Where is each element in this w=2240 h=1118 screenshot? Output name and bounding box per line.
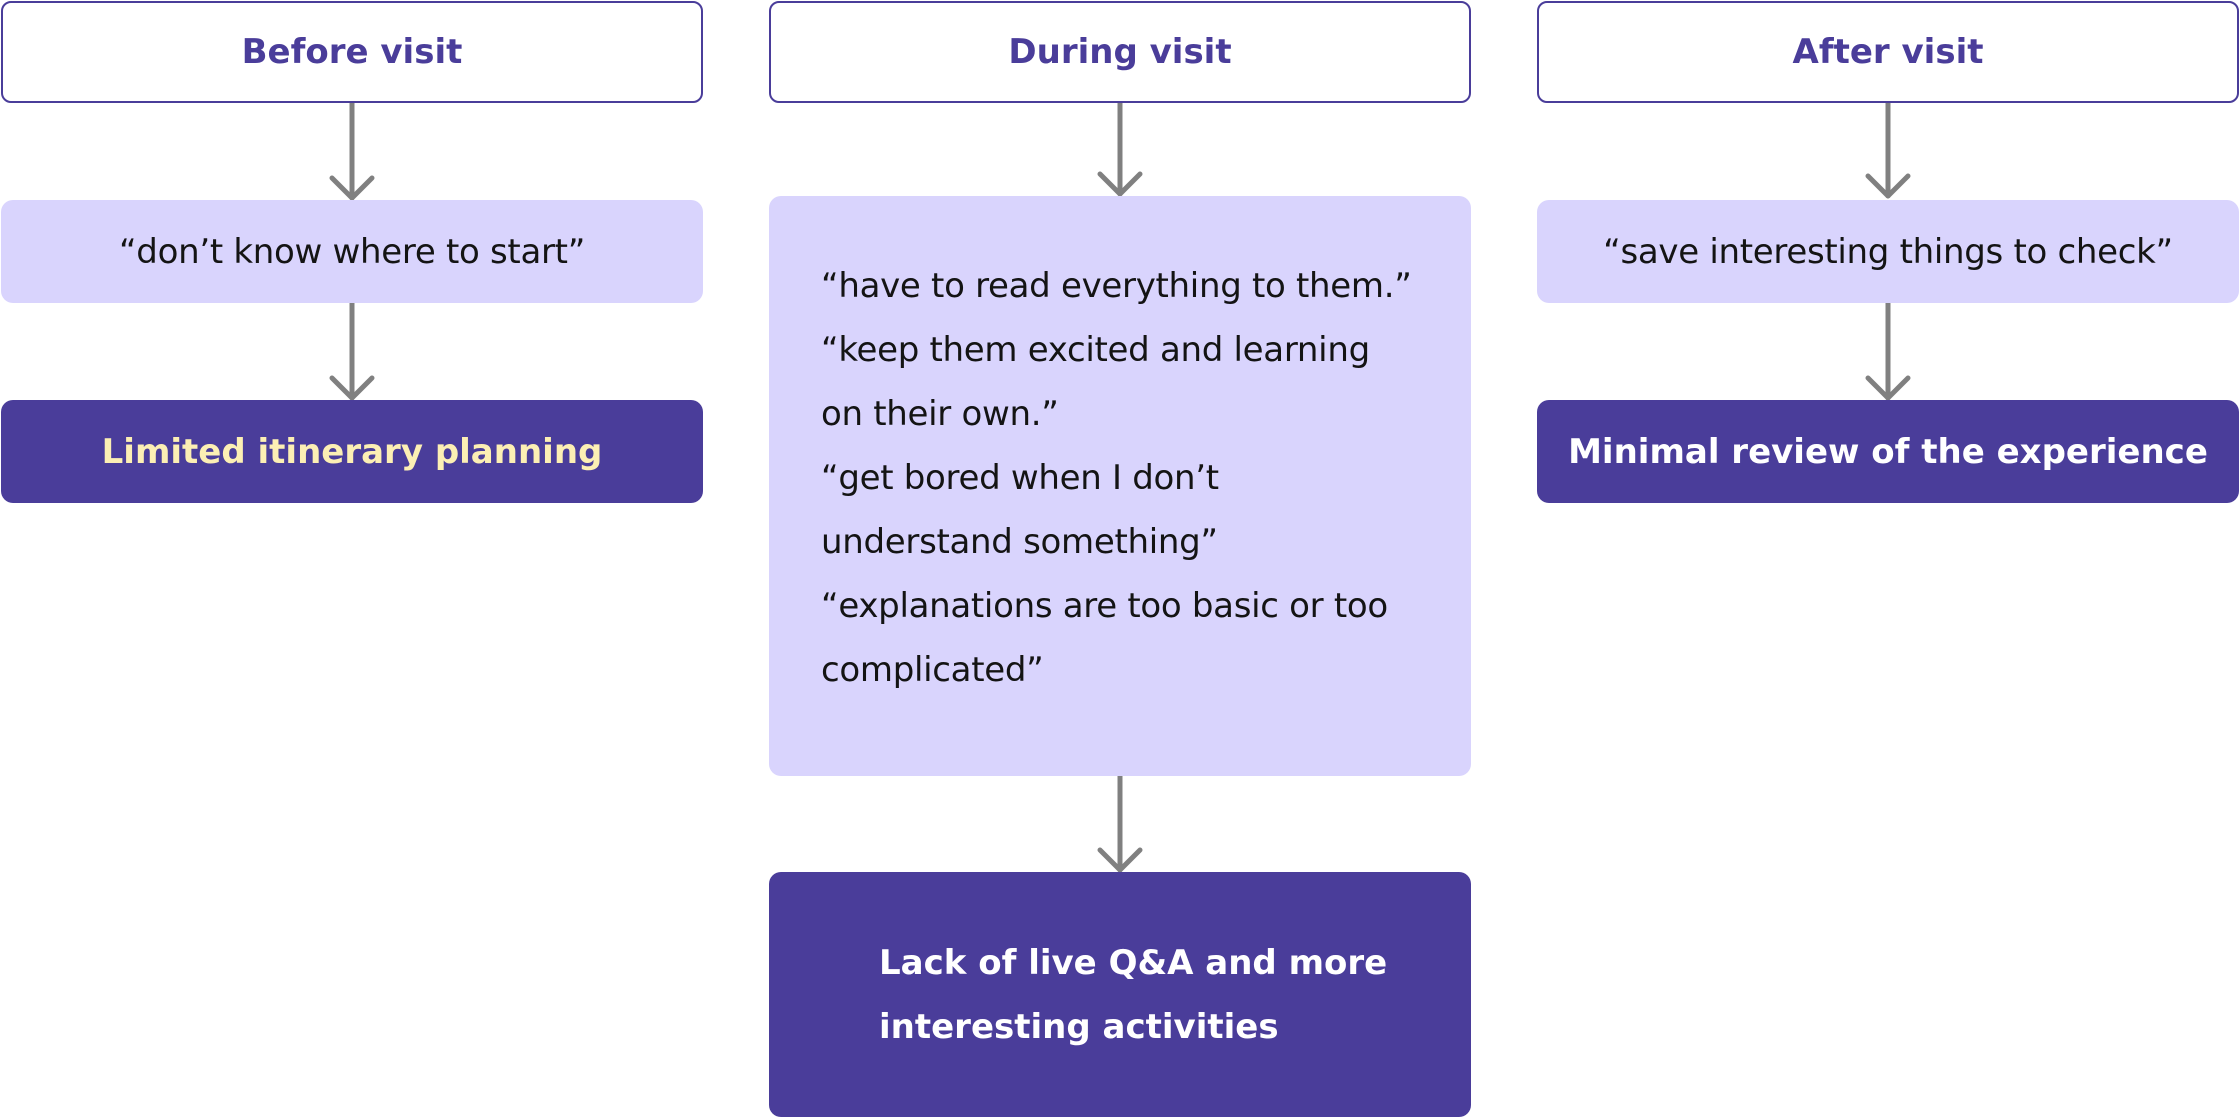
arrow-during-quote-to-outcome [1097,773,1143,873]
before-visit-outcome-text: Limited itinerary planning [101,431,603,472]
arrow-after-quote-to-outcome [1865,300,1911,401]
arrow-during-header-to-quote [1097,100,1143,197]
after-visit-header-label: After visit [1792,32,1984,72]
quote-line: “keep them excited and learning [821,330,1370,370]
after-visit-header: After visit [1537,1,2239,103]
during-visit-header: During visit [769,1,1471,103]
quote-line: “get bored when I don’t [821,458,1219,498]
after-visit-outcome-text: Minimal review of the experience [1568,431,2208,472]
during-visit-quotes: “have to read everything to them.” “keep… [769,196,1471,776]
after-visit-quote-text: “save interesting things to check” [1603,231,2173,272]
outcome-line: interesting activities [879,1006,1279,1047]
during-visit-outcome-lines: Lack of live Q&A and more interesting ac… [879,931,1387,1059]
before-visit-header-label: Before visit [241,32,463,72]
quote-line: on their own.” [821,394,1059,434]
during-visit-quotes-list: “have to read everything to them.” “keep… [821,254,1412,702]
arrow-before-header-to-quote [329,100,375,201]
outcome-line: Lack of live Q&A and more [879,942,1388,983]
arrow-after-header-to-quote [1865,100,1911,199]
quote-line: understand something” [821,522,1218,562]
quote-line: “explanations are too basic or too [821,586,1388,626]
during-visit-outcome: Lack of live Q&A and more interesting ac… [769,872,1471,1117]
after-visit-quote: “save interesting things to check” [1537,200,2239,303]
quote-line: “have to read everything to them.” [821,266,1412,306]
quote-line: complicated” [821,650,1044,690]
during-visit-header-label: During visit [1008,32,1232,72]
arrow-before-quote-to-outcome [329,300,375,401]
before-visit-quote-text: “don’t know where to start” [118,231,586,272]
before-visit-quote: “don’t know where to start” [1,200,703,303]
before-visit-outcome: Limited itinerary planning [1,400,703,503]
after-visit-outcome: Minimal review of the experience [1537,400,2239,503]
before-visit-header: Before visit [1,1,703,103]
